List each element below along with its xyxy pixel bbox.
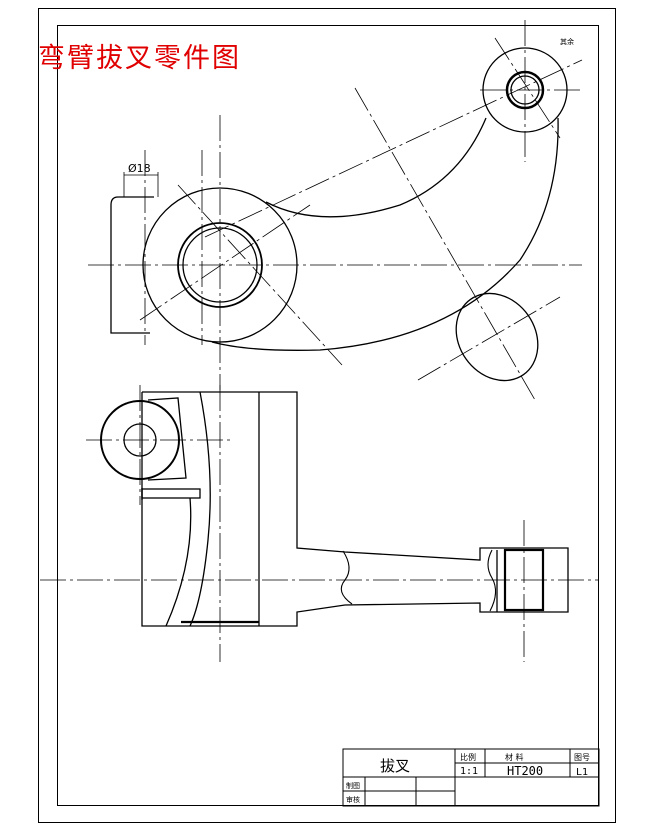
top-view-centerlines (88, 20, 583, 401)
cast-curve-2 (165, 497, 192, 627)
cast-curve-1 (189, 391, 211, 627)
arm-outer-edge (211, 117, 559, 351)
inner-border (57, 25, 599, 806)
break-line-left (340, 550, 353, 605)
scale-header: 比例 (460, 752, 476, 762)
arm-inner-edge (265, 117, 487, 218)
drawing-title: 弯臂拔叉零件图 (38, 43, 241, 74)
small-boss-housing (147, 397, 187, 481)
material-header: 材 料 (505, 752, 524, 762)
drawing-no-header: 图号 (574, 753, 590, 762)
front-view (100, 391, 569, 627)
surface-roughness-note: 其余 (560, 38, 574, 46)
fork-ellipse (455, 292, 539, 382)
material-value: HT200 (507, 764, 543, 778)
drawing-no-value: L1 (576, 767, 588, 778)
front-view-centerlines (40, 385, 598, 662)
break-line-right (487, 549, 497, 612)
top-view: Ø18 (110, 47, 568, 382)
drafter-label: 制图 (346, 781, 360, 790)
title-block (342, 748, 600, 807)
rib-slot (141, 488, 201, 499)
dimension-label: Ø18 (128, 162, 151, 175)
part-name: 拔叉 (380, 757, 410, 775)
scale-value: 1:1 (460, 766, 478, 777)
outer-border (38, 8, 616, 823)
reviewer-label: 审核 (346, 795, 360, 804)
